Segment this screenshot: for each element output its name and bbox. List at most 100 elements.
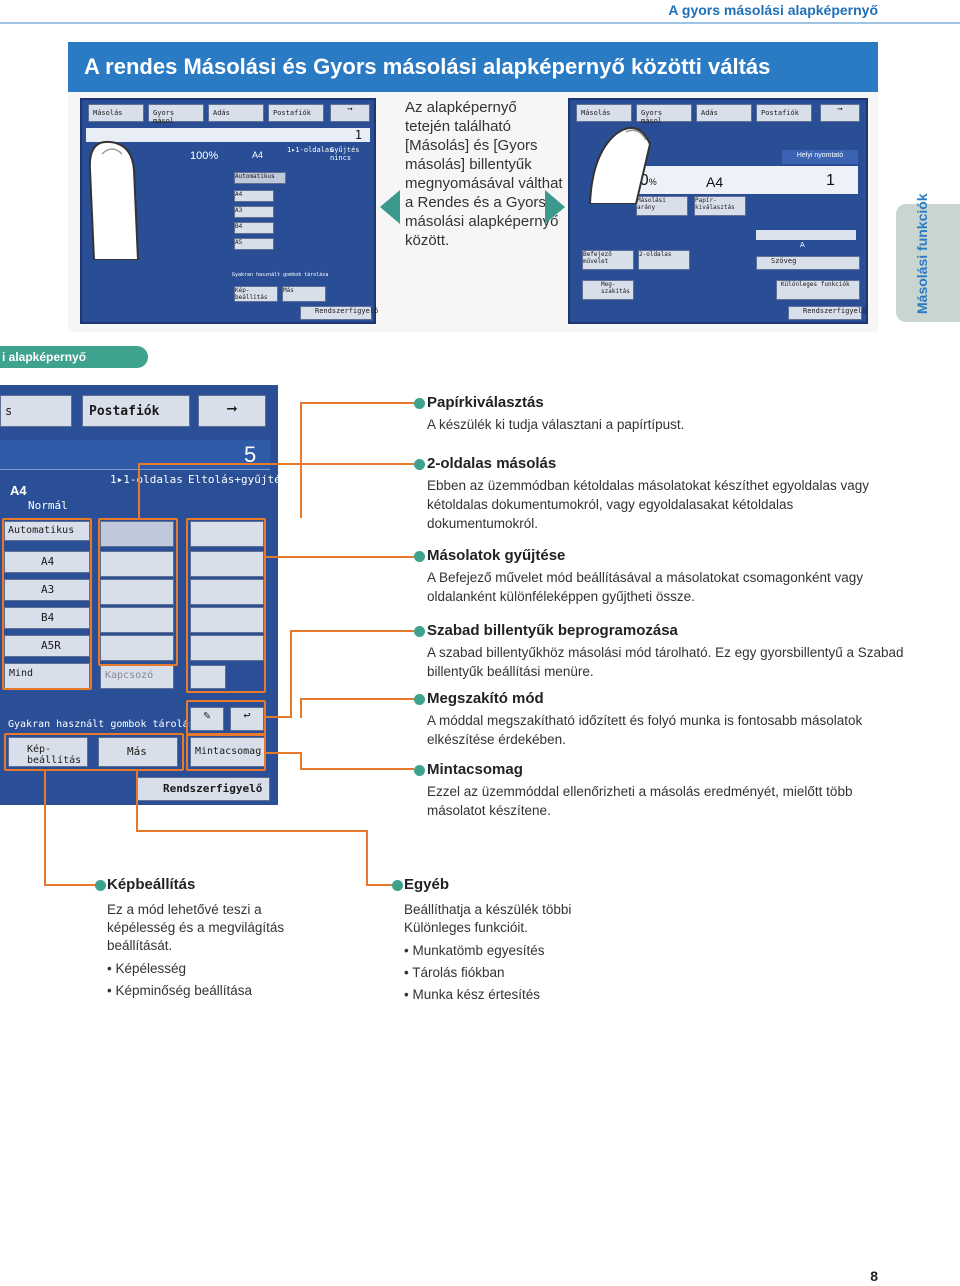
tab-mailbox[interactable]: Postafiók [268, 104, 324, 122]
interrupt-button[interactable]: Meg-szakítás [582, 280, 634, 300]
copy-count: 1 [354, 128, 362, 142]
tab-quick-copy[interactable]: Gyors másol [148, 104, 204, 125]
collate-mode-6[interactable] [190, 665, 226, 689]
collate-mode-1[interactable] [190, 521, 264, 547]
connector [136, 771, 138, 831]
collate-mode-3[interactable] [190, 579, 264, 605]
collate-mode-5[interactable] [190, 635, 264, 661]
connector [300, 402, 414, 404]
copy-ratio-button[interactable]: Másolási arány [636, 196, 688, 216]
feature-text: Ezzel az üzemmóddal ellenőrizheti a máso… [427, 784, 853, 818]
duplex-mode-4[interactable] [100, 607, 174, 633]
info-title: Egyéb [404, 876, 450, 893]
special-features-button[interactable]: Különleges funkciók [776, 280, 860, 300]
connector [266, 752, 302, 754]
size-a5r-button[interactable]: A5R [4, 635, 90, 657]
image-adjust-button[interactable]: Kép-beállítás [234, 286, 278, 302]
auto-button[interactable]: Automatikus [234, 172, 286, 184]
feature-text: Ebben az üzemmódban kétoldalas másolatok… [427, 478, 870, 531]
tab-send[interactable]: Adás [696, 104, 752, 122]
size-a5[interactable]: A5 [234, 238, 274, 250]
duplex-mode-1[interactable] [100, 521, 174, 547]
connector [266, 556, 292, 558]
paper-mode: Normál [28, 499, 68, 512]
favorites-label: Gyakran használt gombok tárolása [8, 719, 201, 730]
connector [44, 771, 46, 885]
duplex-button[interactable]: 2-oldalas [638, 250, 690, 270]
copy-count: 5 [244, 442, 257, 467]
zoom-display: 100% [190, 150, 219, 162]
bullet-dot [392, 880, 403, 891]
size-a4-button[interactable]: A4 [4, 551, 90, 573]
tab-copy[interactable]: Másolás [576, 104, 632, 122]
info-text: Ez a mód lehetővé teszi a képélesség és … [107, 902, 285, 953]
collate-mode-4[interactable] [190, 607, 264, 633]
tab-mailbox[interactable]: Postafiók [82, 395, 190, 427]
connector [136, 830, 368, 832]
tab-send[interactable]: Adás [208, 104, 264, 122]
other-button[interactable]: Más [98, 737, 178, 767]
system-monitor-button[interactable]: Rendszerfigyelő [136, 777, 270, 801]
size-a3-button[interactable]: A3 [4, 579, 90, 601]
finishing-button[interactable]: Befejező művelet [582, 250, 634, 270]
tab-copy[interactable]: Másolás [88, 104, 144, 122]
status-strip [618, 166, 858, 194]
auto-paper-button[interactable]: Automatikus [4, 521, 90, 541]
collate-mode-2[interactable] [190, 551, 264, 577]
feature-title: Megszakító mód [427, 690, 544, 707]
duplex-mode-5[interactable] [100, 635, 174, 661]
size-a4[interactable]: A4 [234, 190, 274, 202]
right-arrow-icon [545, 190, 565, 224]
count-strip [0, 440, 270, 470]
size-b4[interactable]: B4 [234, 222, 274, 234]
sample-set-button[interactable]: Mintacsomag [190, 737, 266, 767]
other-button[interactable]: Más [282, 286, 326, 302]
copy-count: 1 [826, 172, 835, 189]
section-pill: i alapképernyő [0, 346, 148, 368]
connector [290, 630, 292, 718]
image-adjust-button[interactable]: Kép-beállítás [8, 737, 88, 767]
connector [44, 884, 96, 886]
info-item: • Tárolás fiókban [404, 965, 505, 980]
info-text: Beállíthatja a készülék többi Különleges… [404, 902, 572, 935]
favorite-key-1[interactable]: ✎ [190, 707, 224, 731]
system-monitor-button[interactable]: Rendszerfigyelő [300, 306, 378, 320]
running-header: A gyors másolási alapképernyő [668, 2, 878, 18]
connector [138, 463, 414, 465]
all-button[interactable]: Mind [4, 663, 90, 689]
density-label: A [800, 242, 805, 249]
connector [300, 402, 302, 518]
feature-sample: Mintacsomag Ezzel az üzemmóddal ellenőri… [427, 761, 907, 820]
feature-title: Szabad billentyűk beprogramozása [427, 622, 678, 639]
text-mode-select[interactable]: Szöveg [756, 256, 860, 270]
tab-send[interactable]: s [0, 395, 72, 427]
next-arrow-button[interactable]: ➞ [330, 104, 370, 122]
stapler-button[interactable]: Kapcsozó [100, 665, 174, 689]
connector [266, 716, 292, 718]
connector [366, 830, 368, 886]
size-a3[interactable]: A3 [234, 206, 274, 218]
tab-quick-copy[interactable]: Gyors másol [636, 104, 692, 125]
feature-paper: Papírkiválasztás A készülék ki tudja vál… [427, 394, 907, 434]
other-info: Egyéb Beállíthatja a készülék többi Külö… [404, 876, 644, 1009]
feature-title: Mintacsomag [427, 761, 523, 778]
next-arrow-button[interactable]: ➞ [198, 395, 266, 427]
paper-select-button[interactable]: Papír-kiválasztás [694, 196, 746, 216]
duplex-label: 1▸1-oldalas [287, 146, 334, 154]
intro-text: Az alapképernyő tetején található [Másol… [405, 99, 563, 249]
duplex-mode-3[interactable] [100, 579, 174, 605]
tab-mailbox[interactable]: Postafiók [756, 104, 812, 122]
panel-title: A rendes Másolási és Gyors másolási alap… [84, 54, 771, 79]
highlight-duplex [98, 518, 178, 666]
system-monitor-button[interactable]: Rendszerfigyelő [788, 306, 866, 320]
side-tab-label: Másolási funkciók [914, 193, 930, 314]
highlight-sample [186, 733, 266, 771]
header-rule [0, 22, 960, 24]
interrupt-key[interactable]: ↩ [230, 707, 264, 731]
duplex-label: 1▸1-oldalas [110, 473, 183, 486]
duplex-mode-2[interactable] [100, 551, 174, 577]
next-arrow-button[interactable]: ➞ [820, 104, 860, 122]
bullet-dot [414, 398, 425, 409]
info-item: • Képminőség beállítása [107, 983, 253, 998]
size-b4-button[interactable]: B4 [4, 607, 90, 629]
